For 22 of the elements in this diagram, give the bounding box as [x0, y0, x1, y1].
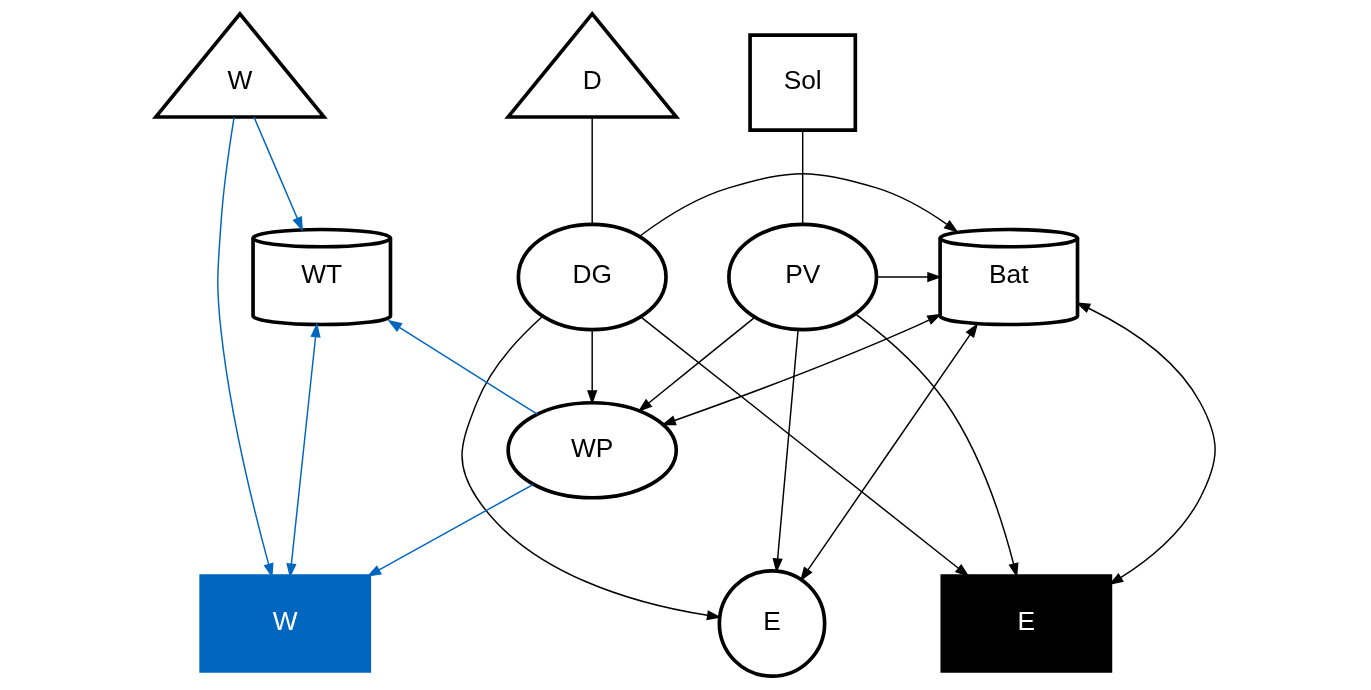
- node-ellipse: PV: [727, 222, 879, 332]
- node-box: W: [199, 574, 372, 673]
- arrow: [799, 323, 979, 582]
- arrow: [876, 271, 942, 283]
- arrow: [366, 483, 534, 577]
- arrow: [661, 313, 942, 426]
- arrow: [640, 316, 970, 578]
- arrow: [1075, 302, 1216, 586]
- node-box: E: [940, 574, 1113, 673]
- arrow: [854, 313, 1019, 578]
- node-box: Sol: [748, 33, 858, 132]
- arrow: [587, 329, 598, 405]
- arrow: [638, 172, 959, 238]
- arrow: [637, 316, 756, 412]
- node-circle: E: [717, 569, 827, 678]
- node-ellipse: DG: [516, 222, 668, 332]
- connector: [801, 129, 804, 225]
- arrow: [387, 319, 539, 415]
- arrow: [772, 329, 799, 573]
- arrow: [461, 315, 722, 621]
- arrow: [253, 116, 303, 232]
- connector: [591, 116, 593, 226]
